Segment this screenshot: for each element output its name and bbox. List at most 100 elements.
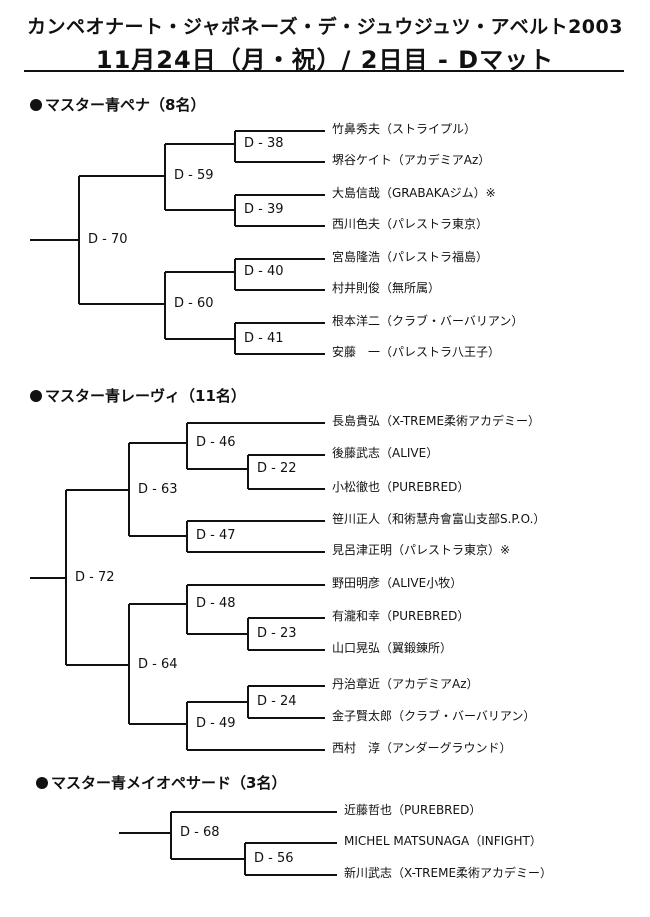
bracket-line bbox=[66, 664, 130, 666]
competitor-line bbox=[235, 161, 325, 163]
match-label: D - 47 bbox=[196, 528, 236, 543]
competitor-name: 丹治章近（アカデミアAz） bbox=[332, 677, 479, 691]
competitor-line bbox=[248, 649, 325, 651]
competitor-name: 堺谷ケイト（アカデミアAz） bbox=[332, 153, 491, 167]
match-connector bbox=[234, 131, 236, 162]
competitor-line bbox=[248, 454, 325, 456]
competitor-name: 小松徹也（PUREBRED） bbox=[332, 480, 470, 494]
match-label: D - 39 bbox=[244, 202, 284, 217]
bracket-line bbox=[129, 442, 188, 444]
competitor-line bbox=[187, 520, 325, 522]
match-connector bbox=[234, 259, 236, 290]
bracket-title: マスター青レーヴィ（11名） bbox=[30, 385, 246, 406]
bullet-icon bbox=[30, 390, 42, 402]
bracket-line bbox=[129, 723, 188, 725]
bracket-root-line bbox=[30, 239, 80, 241]
bracket-line bbox=[79, 303, 166, 305]
match-label: D - 64 bbox=[138, 657, 178, 672]
bracket-line bbox=[66, 489, 130, 491]
match-label: D - 68 bbox=[180, 825, 220, 840]
bracket-line bbox=[129, 603, 188, 605]
match-label: D - 70 bbox=[88, 232, 128, 247]
bracket-line bbox=[165, 271, 236, 273]
competitor-line bbox=[248, 617, 325, 619]
competitor-line bbox=[235, 289, 325, 291]
bracket-root-line bbox=[119, 832, 172, 834]
match-connector bbox=[247, 455, 249, 489]
match-label: D - 22 bbox=[257, 461, 297, 476]
match-connector bbox=[164, 272, 166, 339]
match-label: D - 24 bbox=[257, 694, 297, 709]
match-label: D - 72 bbox=[75, 570, 115, 585]
match-connector bbox=[65, 490, 67, 665]
bracket-title-text: マスター青ペナ（8名） bbox=[45, 96, 206, 114]
bracket-line bbox=[187, 468, 249, 470]
competitor-line bbox=[248, 685, 325, 687]
competitor-name: MICHEL MATSUNAGA（INFIGHT） bbox=[344, 834, 542, 848]
competitor-name: 西村 淳（アンダーグラウンド） bbox=[332, 741, 512, 755]
bullet-icon bbox=[30, 99, 42, 111]
competitor-name: 西川色夫（パレストラ東京） bbox=[332, 217, 489, 231]
competitor-name: 根本洋二（クラブ・バーバリアン） bbox=[332, 314, 524, 328]
match-label: D - 23 bbox=[257, 626, 297, 641]
competitor-name: 村井則俊（無所属） bbox=[332, 281, 441, 295]
bracket-line bbox=[187, 633, 249, 635]
bracket-line bbox=[165, 143, 236, 145]
competitor-name: 長島貴弘（X-TREME柔術アカデミー） bbox=[332, 414, 541, 428]
competitor-line bbox=[235, 225, 325, 227]
match-label: D - 41 bbox=[244, 331, 284, 346]
title-underline bbox=[24, 70, 624, 72]
competitor-name: 近藤哲也（PUREBRED） bbox=[344, 803, 482, 817]
bracket-title-text: マスター青レーヴィ（11名） bbox=[45, 387, 246, 405]
competitor-name: 安藤 一（パレストラ八王子） bbox=[332, 345, 501, 359]
competitor-name: 有瀧和幸（PUREBRED） bbox=[332, 609, 470, 623]
bracket-title: マスター青メイオペサード（3名） bbox=[36, 772, 286, 793]
match-label: D - 60 bbox=[174, 296, 214, 311]
bracket-title: マスター青ペナ（8名） bbox=[30, 94, 205, 115]
competitor-name: 竹鼻秀夫（ストライプル） bbox=[332, 122, 477, 136]
competitor-line bbox=[245, 842, 337, 844]
competitor-name: 後藤武志（ALIVE） bbox=[332, 446, 439, 460]
bracket-line bbox=[187, 701, 249, 703]
competitor-name: 金子賢太郎（クラブ・バーバリアン） bbox=[332, 709, 536, 723]
competitor-line bbox=[235, 130, 325, 132]
match-connector bbox=[186, 423, 188, 469]
bracket-line bbox=[79, 175, 166, 177]
tournament-title: カンペオナート・ジャポネーズ・デ・ジュウジュツ・アベルト2003 bbox=[27, 16, 623, 38]
competitor-line bbox=[235, 258, 325, 260]
competitor-line bbox=[245, 874, 337, 876]
match-connector bbox=[78, 176, 80, 304]
match-connector bbox=[170, 812, 172, 859]
bracket-line bbox=[165, 209, 236, 211]
competitor-line bbox=[248, 488, 325, 490]
bracket-line bbox=[165, 338, 236, 340]
match-label: D - 49 bbox=[196, 716, 236, 731]
competitor-line bbox=[187, 551, 325, 553]
match-label: D - 63 bbox=[138, 482, 178, 497]
bracket-line bbox=[171, 858, 246, 860]
competitor-name: 見呂津正明（パレストラ東京）※ bbox=[332, 543, 511, 557]
match-connector bbox=[186, 702, 188, 750]
match-label: D - 38 bbox=[244, 136, 284, 151]
competitor-name: 笹川正人（和術慧舟會富山支部S.P.O.） bbox=[332, 512, 546, 526]
competitor-line bbox=[235, 194, 325, 196]
match-label: D - 40 bbox=[244, 264, 284, 279]
competitor-line bbox=[187, 422, 325, 424]
match-label: D - 48 bbox=[196, 596, 236, 611]
competitor-name: 大島信哉（GRABAKAジム）※ bbox=[332, 186, 496, 200]
bullet-icon bbox=[36, 777, 48, 789]
competitor-line bbox=[235, 322, 325, 324]
competitor-name: 野田明彦（ALIVE小牧） bbox=[332, 576, 463, 590]
competitor-line bbox=[235, 353, 325, 355]
competitor-line bbox=[248, 717, 325, 719]
bracket-title-text: マスター青メイオペサード（3名） bbox=[51, 774, 287, 792]
competitor-line bbox=[187, 749, 325, 751]
match-label: D - 46 bbox=[196, 435, 236, 450]
match-connector bbox=[164, 144, 166, 210]
competitor-line bbox=[187, 584, 325, 586]
match-label: D - 59 bbox=[174, 168, 214, 183]
match-connector bbox=[186, 585, 188, 634]
bracket-root-line bbox=[30, 577, 67, 579]
competitor-name: 新川武志（X-TREME柔術アカデミー） bbox=[344, 866, 553, 880]
competitor-line bbox=[171, 811, 337, 813]
